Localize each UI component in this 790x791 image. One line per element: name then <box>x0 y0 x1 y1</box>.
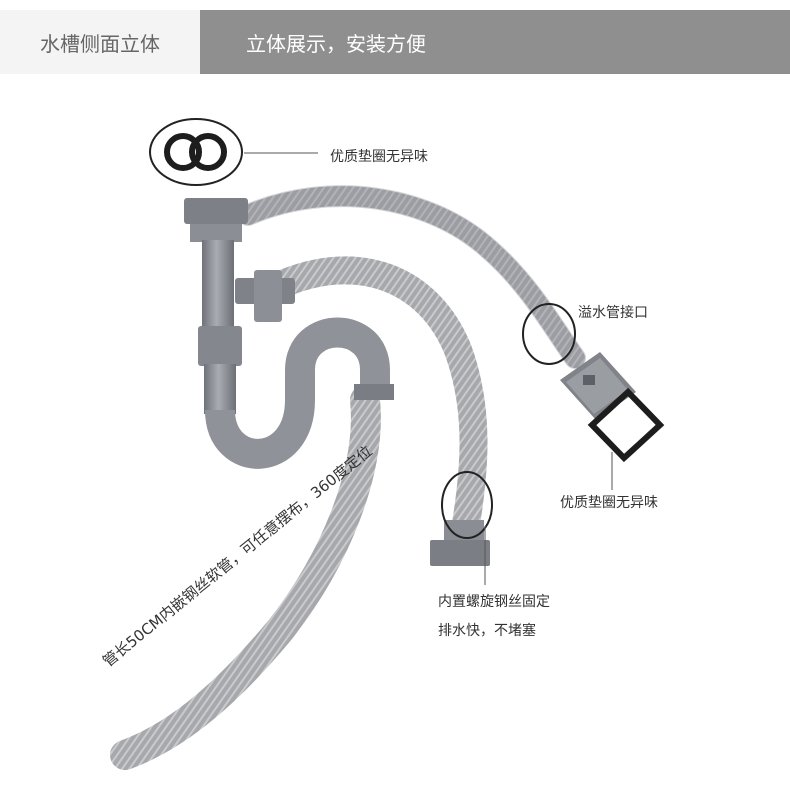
tab-sink-side-view[interactable]: 水槽侧面立体 <box>0 0 200 74</box>
section-title-bar: 立体展示，安装方便 <box>200 0 790 74</box>
page-header: 水槽侧面立体 立体展示，安装方便 <box>0 0 790 74</box>
product-diagram: 优质垫圈无异味 溢水管接口 优质垫圈无异味 内置螺旋钢丝固定 排水快，不堵塞 <box>0 74 790 791</box>
drain-assembly-illustration <box>110 118 665 770</box>
section-title: 立体展示，安装方便 <box>246 31 426 56</box>
outlet-fitting <box>430 520 490 566</box>
washer-rings <box>149 118 318 186</box>
spiral-highlight-circle <box>441 471 493 539</box>
tab-sink-side-view-label: 水槽侧面立体 <box>40 31 160 56</box>
washer-bottom-label: 优质垫圈无异味 <box>560 495 658 511</box>
side-drain-hose <box>266 256 488 544</box>
trap-pipe <box>184 198 394 469</box>
spiral-label-line2: 排水快，不堵塞 <box>438 623 536 639</box>
spiral-label-line1: 内置螺旋钢丝固定 <box>438 594 550 610</box>
washer-top-label: 优质垫圈无异味 <box>330 149 428 165</box>
square-washer <box>587 387 665 490</box>
overflow-highlight-circle <box>522 303 576 365</box>
overflow-port-label: 溢水管接口 <box>578 305 648 321</box>
main-drain-hose <box>110 385 381 770</box>
overflow-hose <box>238 186 585 368</box>
